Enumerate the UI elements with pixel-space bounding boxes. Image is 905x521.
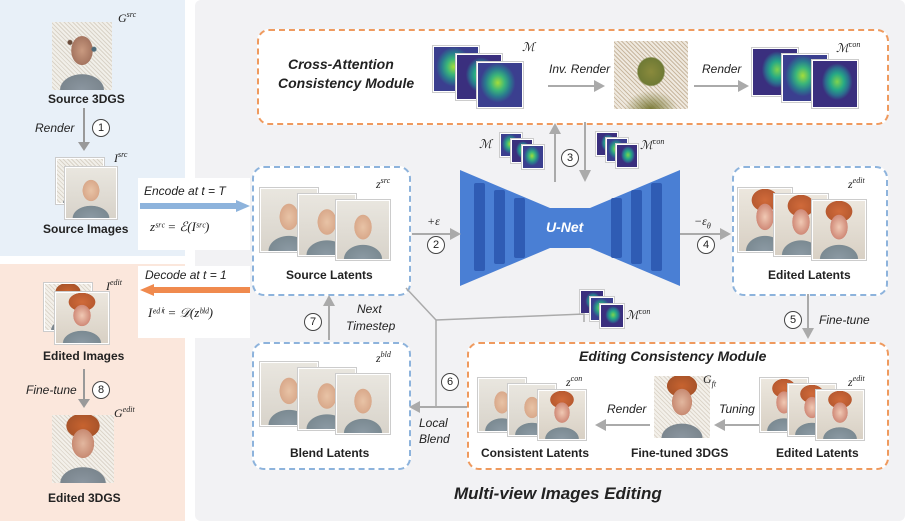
blend-latents-label: Blend Latents bbox=[290, 446, 370, 460]
decode-formula: Iᵉᵈⁱᵗ = 𝒟(zᵇˡᵈ) bbox=[148, 305, 213, 320]
ec-edited-latent-3 bbox=[816, 390, 864, 440]
next-timestep-arrow bbox=[323, 295, 335, 340]
local-blend-line-2: Blend bbox=[419, 432, 450, 446]
local-blend-line-1: Local bbox=[419, 416, 448, 430]
footer-title: Multi-view Images Editing bbox=[454, 484, 662, 503]
blend-latent-3 bbox=[336, 374, 390, 434]
decode-label: Decode at t = 1 bbox=[145, 268, 227, 282]
source-latents-label: Source Latents bbox=[286, 268, 373, 282]
z-edit-label: zedit bbox=[848, 176, 865, 191]
local-blend-arrow bbox=[409, 401, 468, 413]
g-ft-label: Gft bbox=[703, 372, 717, 389]
unet-bar-4 bbox=[611, 198, 622, 258]
inv-render-label: Inv. Render bbox=[549, 62, 611, 76]
source-image-front bbox=[65, 167, 117, 219]
render-arrow bbox=[78, 108, 90, 151]
unet-bar-3 bbox=[514, 198, 525, 258]
g-edit-label: Gedit bbox=[114, 405, 135, 420]
consistent-latent-3 bbox=[538, 390, 586, 440]
unet-m-label: ℳ bbox=[479, 137, 492, 151]
source-3dgs-label: Source 3DGS bbox=[48, 92, 125, 106]
3d-attention-field bbox=[614, 41, 688, 109]
step-7-badge: 7 bbox=[304, 313, 322, 331]
render-label: Render bbox=[35, 121, 75, 135]
render-top-arrow bbox=[694, 80, 749, 92]
plus-eps-arrow bbox=[412, 228, 461, 240]
unet-bar-2 bbox=[494, 190, 505, 264]
edited-latents-label: Edited Latents bbox=[768, 268, 851, 282]
unet-mcon-label: ℳcon bbox=[640, 137, 665, 152]
cross-attention-title-2: Consistency Module bbox=[278, 75, 415, 91]
step-5-badge: 5 bbox=[784, 311, 802, 329]
unet-bar-6 bbox=[651, 183, 662, 271]
i-edit-label: Iedit bbox=[106, 278, 122, 293]
consistent-map-3 bbox=[812, 60, 858, 108]
decode-arrow bbox=[140, 284, 250, 296]
step-1-badge: 1 bbox=[92, 119, 110, 137]
step-2-badge: 2 bbox=[427, 236, 445, 254]
render-top-label: Render bbox=[702, 62, 742, 76]
plus-eps-label: +ε bbox=[427, 214, 440, 228]
minus-eps-label: −εθ bbox=[694, 214, 711, 231]
inv-render-arrow bbox=[548, 80, 605, 92]
minus-eps-arrow bbox=[680, 228, 731, 240]
z-con-label: zcon bbox=[566, 374, 583, 389]
local-blend-lines bbox=[405, 287, 437, 406]
finetune-left-label: Fine-tune bbox=[26, 383, 77, 397]
finetune-arrow bbox=[802, 294, 814, 339]
unet-bar-5 bbox=[631, 190, 642, 264]
z-src-label: zsrc bbox=[376, 176, 391, 191]
next-timestep-line-2: Timestep bbox=[346, 319, 396, 333]
unet-label: U-Net bbox=[546, 219, 584, 235]
finetune-step-label: Fine-tune bbox=[819, 313, 870, 327]
ca-to-unet-arrow bbox=[579, 122, 591, 182]
ec-edited-latents-label: Edited Latents bbox=[776, 446, 859, 460]
step-3-badge: 3 bbox=[561, 149, 579, 167]
consistent-latents-label: Consistent Latents bbox=[481, 446, 590, 460]
tuning-arrow bbox=[714, 419, 759, 431]
unet-mcon-map-3 bbox=[616, 144, 638, 168]
encode-formula: zˢʳᶜ = ℰ(Iˢʳᶜ) bbox=[150, 219, 210, 234]
mcon-to-unet-line bbox=[436, 313, 585, 322]
step-8-badge: 8 bbox=[92, 381, 110, 399]
encode-box bbox=[138, 178, 250, 250]
edited-images-label: Edited Images bbox=[43, 349, 125, 363]
unet-bar-1 bbox=[474, 183, 485, 271]
editing-module-title: Editing Consistency Module bbox=[579, 348, 767, 364]
m-con-label: ℳcon bbox=[836, 40, 861, 55]
next-timestep-line-1: Next bbox=[357, 302, 382, 316]
edited-image-front bbox=[55, 292, 109, 344]
g-src-label: Gsrc bbox=[118, 10, 137, 25]
edited-latent-3 bbox=[812, 200, 866, 260]
finetuned-3dgs-image bbox=[654, 376, 710, 438]
step-6-badge: 6 bbox=[441, 373, 459, 391]
attention-map-3 bbox=[477, 62, 523, 108]
unet-m-map-3 bbox=[522, 145, 544, 169]
encode-arrow bbox=[140, 200, 250, 212]
i-src-label: Isrc bbox=[114, 150, 128, 165]
ec-z-edit-label: zedit bbox=[848, 374, 865, 389]
source-latent-3 bbox=[336, 200, 390, 260]
finetune-left-arrow bbox=[78, 369, 90, 408]
encode-label: Encode at t = T bbox=[144, 184, 226, 198]
editing-render-arrow bbox=[595, 419, 650, 431]
tuning-label: Tuning bbox=[719, 402, 755, 416]
source-images-label: Source Images bbox=[43, 222, 129, 236]
edited-3dgs-image bbox=[52, 415, 114, 483]
m-label: ℳ bbox=[522, 40, 535, 54]
finetuned-3dgs-label: Fine-tuned 3DGS bbox=[631, 446, 729, 460]
decode-box bbox=[138, 266, 250, 338]
edited-3dgs-label: Edited 3DGS bbox=[48, 491, 121, 505]
unet-to-ca-arrow bbox=[549, 123, 561, 182]
step-4-badge: 4 bbox=[697, 236, 715, 254]
editing-render-label: Render bbox=[607, 402, 647, 416]
source-3dgs-image bbox=[52, 22, 112, 90]
cross-attention-title-1: Cross-Attention bbox=[288, 56, 394, 72]
bottom-mcon-label: ℳcon bbox=[626, 307, 651, 322]
bottom-mcon-map-3 bbox=[600, 304, 624, 328]
z-bld-label: zbld bbox=[376, 350, 391, 365]
